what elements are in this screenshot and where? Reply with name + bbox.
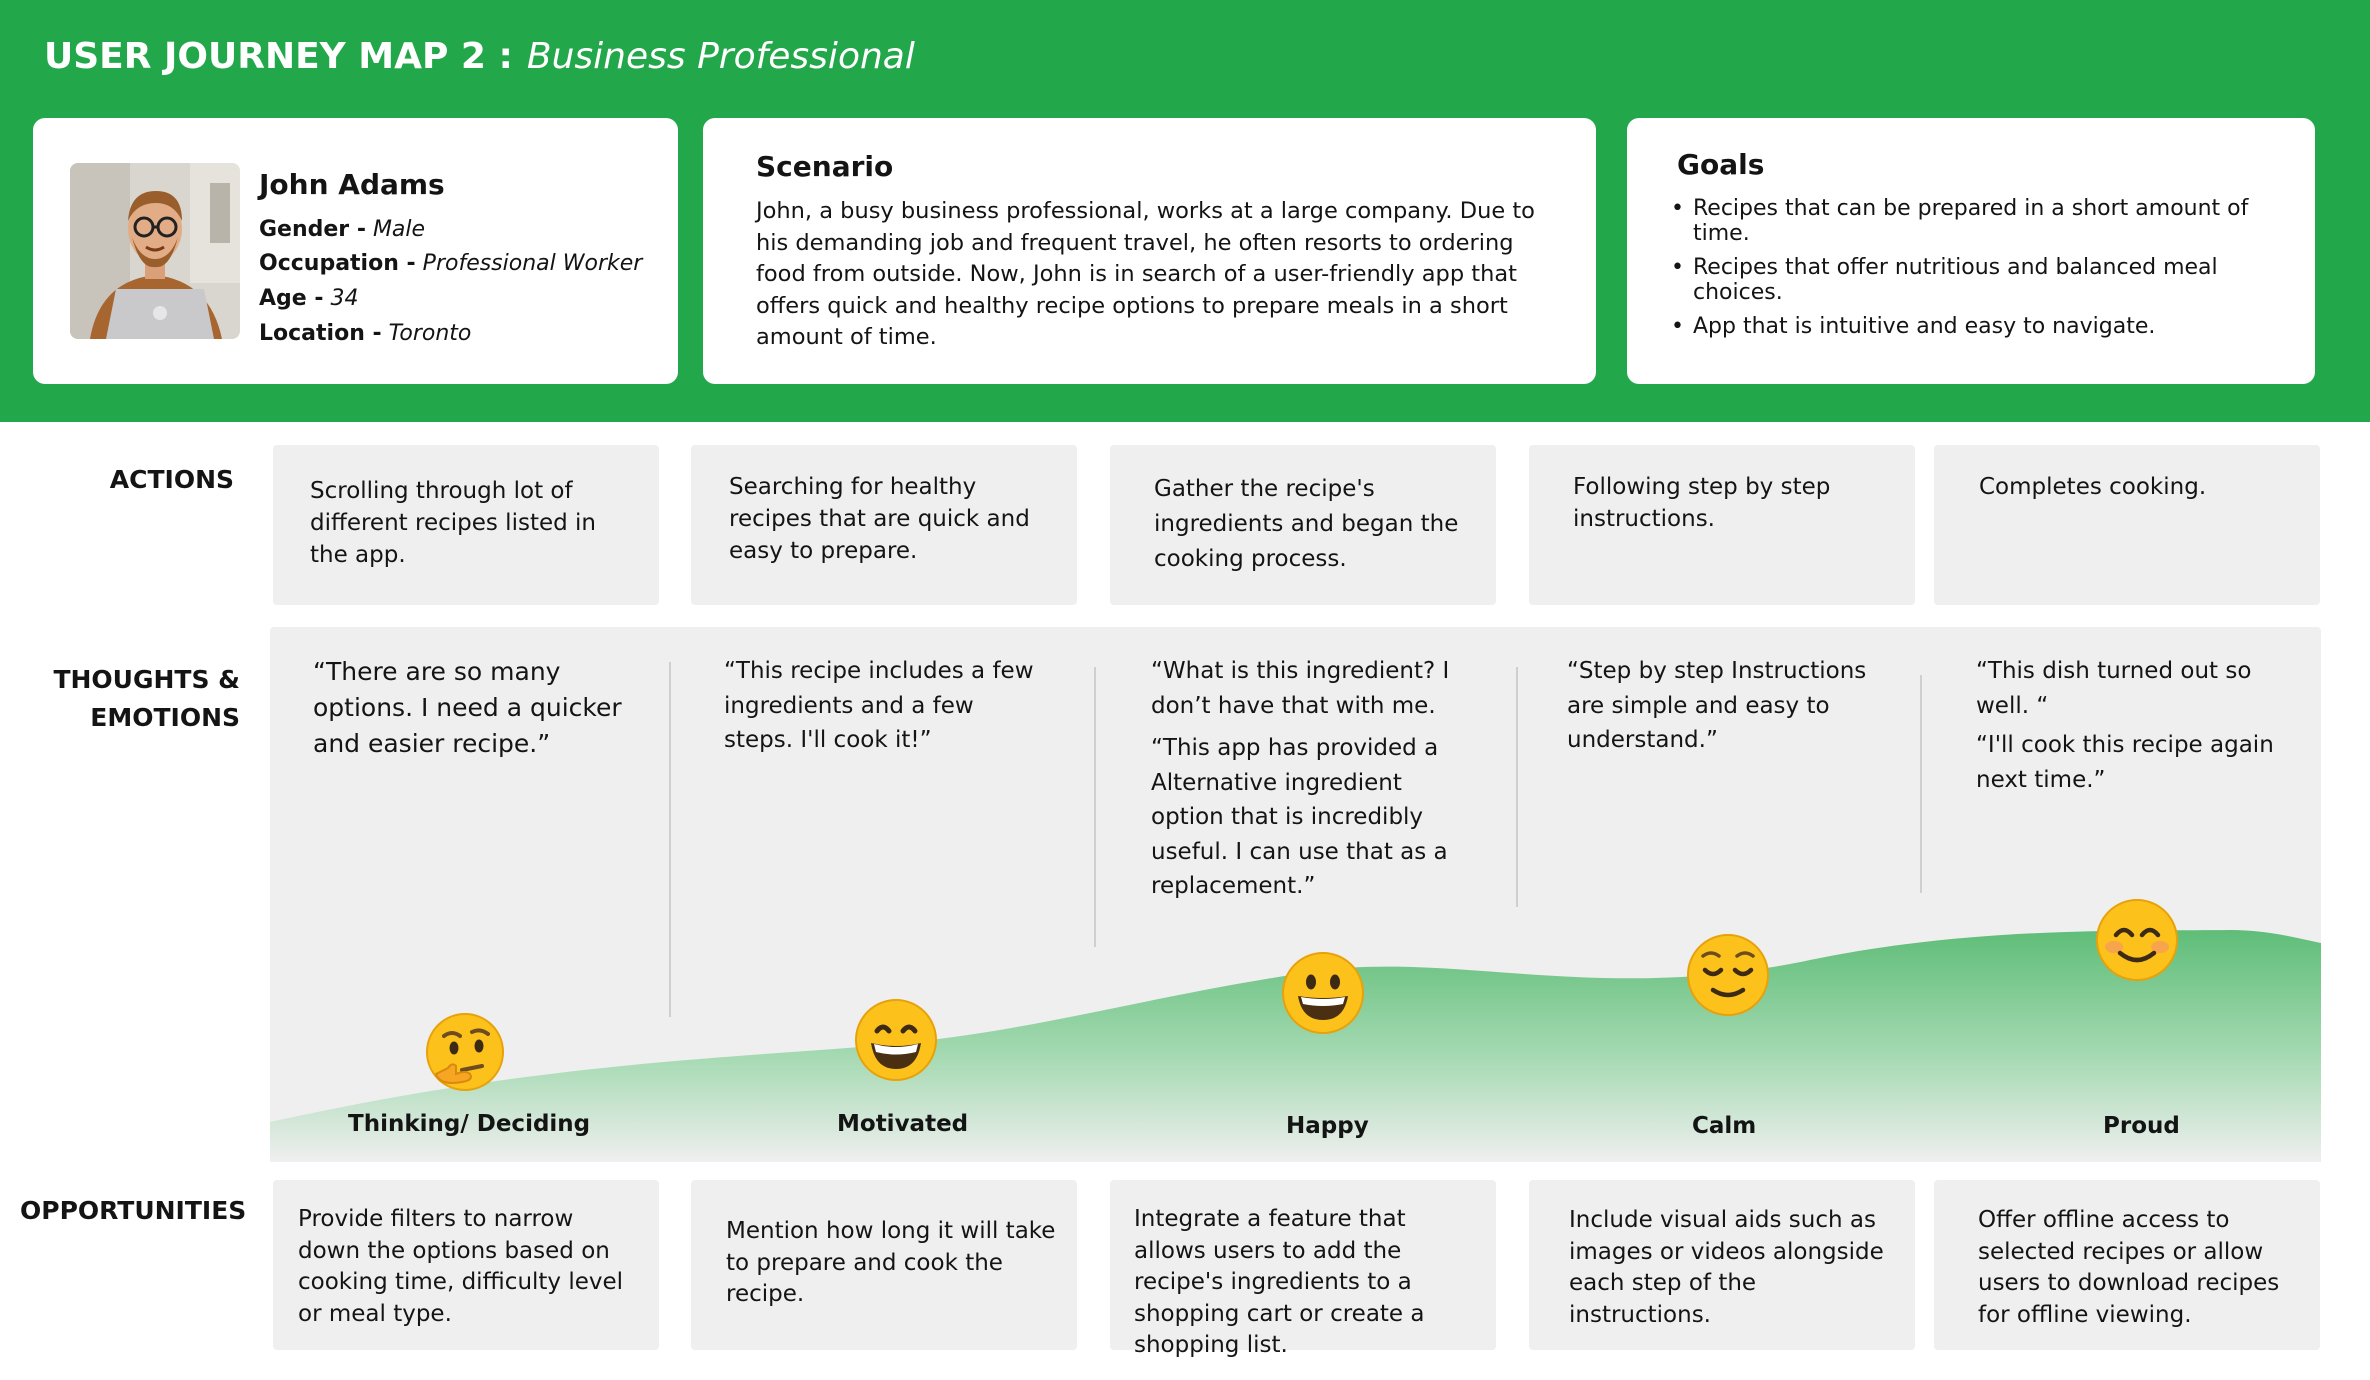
action-text: Scrolling through lot of different recip… <box>310 478 596 568</box>
field-label: Gender - <box>259 217 366 242</box>
emotion-label-2: Motivated <box>837 1111 969 1137</box>
action-card-2: Searching for healthy recipes that are q… <box>691 445 1077 605</box>
emotion-label-5: Proud <box>2103 1113 2180 1139</box>
thought-text-5b: “I'll cook this recipe again next time.” <box>1976 732 2274 793</box>
row-label-thoughts-line1: THOUGHTS & <box>53 665 240 694</box>
persona-gender: Gender - Male <box>259 217 425 242</box>
action-text: Gather the recipe's ingredients and bega… <box>1154 476 1459 572</box>
avatar <box>70 163 240 339</box>
column-divider <box>1516 667 1518 907</box>
opportunity-text: Mention how long it will take to prepare… <box>726 1218 1056 1307</box>
opportunity-card-2: Mention how long it will take to prepare… <box>691 1180 1077 1350</box>
opportunity-text: Provide filters to narrow down the optio… <box>298 1206 624 1327</box>
emotion-label-1: Thinking/ Deciding <box>348 1111 591 1137</box>
opportunity-card-3: Integrate a feature that allows users to… <box>1110 1180 1496 1358</box>
row-label-actions: ACTIONS <box>109 465 234 494</box>
goal-item: Recipes that can be prepared in a short … <box>1667 196 2267 246</box>
thought-text-1: “There are so many options. I need a qui… <box>313 657 622 758</box>
thoughts-emotions-panel: “There are so many options. I need a qui… <box>270 627 2321 1162</box>
column-divider <box>1920 675 1922 893</box>
action-text: Completes cooking. <box>1979 474 2207 500</box>
row-label-thoughts-line2: EMOTIONS <box>90 703 240 732</box>
persona-age: Age - 34 <box>259 286 359 311</box>
blushing-smile-icon <box>2096 899 2178 981</box>
page-title: USER JOURNEY MAP 2 : Business Professiona… <box>44 36 915 77</box>
thought-text-4: “Step by step Instructions are simple an… <box>1567 658 1867 753</box>
thought-text-2: “This recipe includes a few ingredients … <box>724 658 1034 753</box>
opportunity-card-4: Include visual aids such as images or vi… <box>1529 1180 1915 1350</box>
thought-text-3a: “What is this ingredient? I don’t have t… <box>1151 658 1450 719</box>
persona-card: John Adams Gender - Male Occupation - Pr… <box>33 118 678 384</box>
page-title-bold: USER JOURNEY MAP 2 : <box>44 36 513 77</box>
action-card-5: Completes cooking. <box>1934 445 2320 605</box>
persona-name: John Adams <box>259 168 445 201</box>
header-banner: USER JOURNEY MAP 2 : Business Professiona… <box>0 0 2370 422</box>
scenario-text: John, a busy business professional, work… <box>756 198 1535 350</box>
smiling-face-icon <box>1282 952 1364 1034</box>
goal-item: App that is intuitive and easy to naviga… <box>1667 314 2267 339</box>
opportunity-card-1: Provide filters to narrow down the optio… <box>273 1180 659 1350</box>
persona-location: Location - Toronto <box>259 321 471 346</box>
goal-item: Recipes that offer nutritious and balanc… <box>1667 255 2267 305</box>
action-text: Following step by step instructions. <box>1573 474 1831 532</box>
persona-occupation: Occupation - Professional Worker <box>259 251 642 276</box>
opportunity-text: Offer offline access to selected recipes… <box>1978 1207 2280 1328</box>
field-value: Toronto <box>388 321 472 346</box>
goals-list: Recipes that can be prepared in a short … <box>1667 196 2267 348</box>
thought-text-5a: “This dish turned out so well. “ <box>1976 658 2252 719</box>
scenario-title: Scenario <box>756 150 894 183</box>
field-label: Occupation - <box>259 251 416 276</box>
goals-title: Goals <box>1677 148 1765 181</box>
opportunity-text: Include visual aids such as images or vi… <box>1569 1207 1884 1328</box>
opportunity-card-5: Offer offline access to selected recipes… <box>1934 1180 2320 1350</box>
row-label-thoughts: THOUGHTS & EMOTIONS <box>40 661 240 737</box>
scenario-card: Scenario John, a busy business professio… <box>703 118 1596 384</box>
emotion-curve <box>270 930 2321 1162</box>
page-title-italic: Business Professional <box>526 36 915 77</box>
emotion-label-3: Happy <box>1286 1113 1369 1139</box>
thought-text-3b: “This app has provided a Alternative ing… <box>1151 735 1448 899</box>
action-text: Searching for healthy recipes that are q… <box>729 474 1030 564</box>
emotion-curve-fill <box>270 930 2321 1162</box>
row-label-opportunities: OPPORTUNITIES <box>20 1196 247 1225</box>
emotion-label-4: Calm <box>1692 1113 1757 1139</box>
relieved-face-icon <box>1687 934 1769 1016</box>
column-divider <box>1094 667 1096 947</box>
field-value: 34 <box>330 286 359 311</box>
opportunity-text: Integrate a feature that allows users to… <box>1134 1206 1425 1358</box>
field-value: Male <box>372 217 426 242</box>
column-divider <box>669 662 671 1017</box>
thinking-face-icon <box>426 1013 504 1091</box>
field-label: Age - <box>259 286 324 311</box>
goals-card: Goals Recipes that can be prepared in a … <box>1627 118 2315 384</box>
action-card-3: Gather the recipe's ingredients and bega… <box>1110 445 1496 605</box>
grinning-face-icon <box>855 999 937 1081</box>
field-label: Location - <box>259 321 382 346</box>
field-value: Professional Worker <box>422 251 643 276</box>
action-card-4: Following step by step instructions. <box>1529 445 1915 605</box>
action-card-1: Scrolling through lot of different recip… <box>273 445 659 605</box>
